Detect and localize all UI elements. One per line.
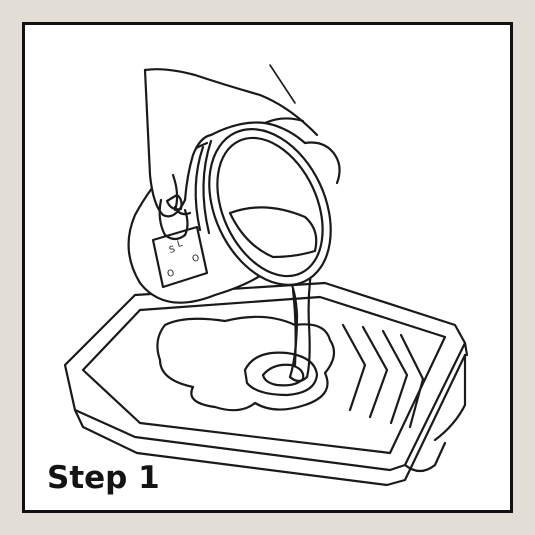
illustration-frame: S L O O Step 1 — [22, 22, 513, 513]
can-label-letter: L — [176, 239, 183, 250]
hand-icon — [143, 64, 341, 241]
can-label-letter: S — [168, 245, 176, 256]
pouring-paint-illustration: S L O O — [63, 64, 469, 487]
can-label-letter: O — [166, 268, 175, 279]
step-caption: Step 1 — [47, 460, 160, 496]
can-label-letter: O — [191, 253, 200, 264]
paint-puddle-icon — [156, 315, 336, 412]
